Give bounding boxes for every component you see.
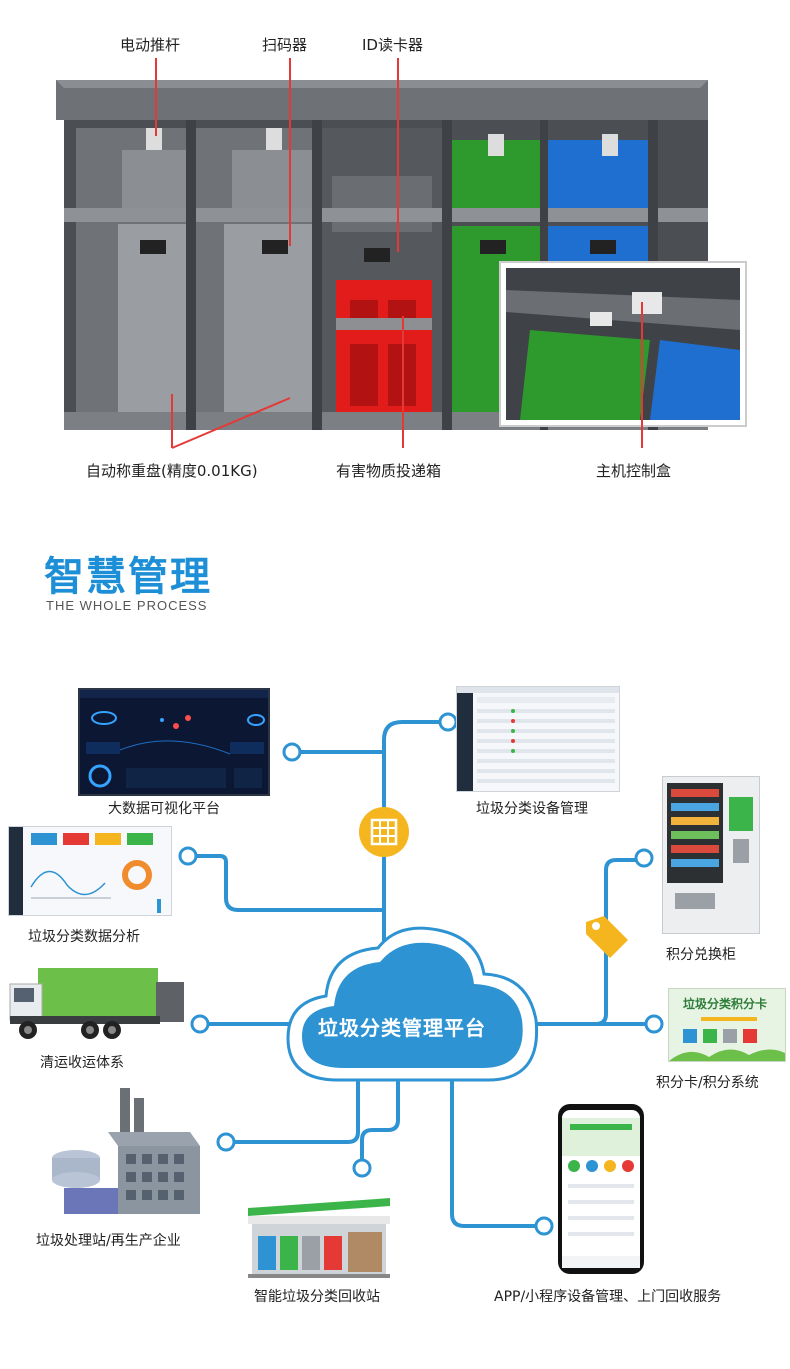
device-mgmt-thumbnail [456, 686, 620, 792]
node-bigdata: 大数据可视化平台 [108, 801, 220, 817]
node-app: APP/小程序设备管理、上门回收服务 [494, 1289, 722, 1305]
section-subtitle: THE WHOLE PROCESS [46, 598, 208, 613]
factory-graphic [52, 1088, 200, 1214]
label-scale: 自动称重盘(精度0.01KG) [86, 462, 258, 480]
network-lines [178, 712, 664, 1236]
node-analysis: 垃圾分类数据分析 [28, 929, 140, 945]
node-treatment: 垃圾处理站/再生产企业 [36, 1233, 181, 1249]
chip-icon [359, 807, 409, 857]
node-transport: 清运收运体系 [40, 1055, 124, 1071]
node-points-card: 积分卡/积分系统 [656, 1075, 759, 1091]
points-card-thumbnail: 垃圾分类积分卡 [668, 988, 786, 1062]
label-id-reader: ID读卡器 [362, 36, 423, 54]
recycling-station-graphic [248, 1198, 390, 1278]
points-card-graphic [669, 1017, 785, 1061]
exchange-thumbnail [662, 776, 760, 934]
app-thumbnail [558, 1104, 644, 1274]
node-device-mgmt: 垃圾分类设备管理 [476, 801, 588, 817]
tag-icon [586, 916, 628, 958]
label-hazard-box: 有害物质投递箱 [336, 462, 442, 480]
bigdata-thumbnail [78, 688, 270, 796]
label-pusher: 电动推杆 [120, 36, 181, 54]
node-exchange: 积分兑换柜 [666, 947, 736, 963]
platform-cloud [286, 926, 539, 1082]
label-scanner: 扫码器 [262, 36, 308, 54]
node-station: 智能垃圾分类回收站 [254, 1289, 380, 1305]
dashboard-graphic [80, 690, 268, 788]
platform-title: 垃圾分类管理平台 [318, 1016, 486, 1040]
cabinet-illustration [56, 58, 747, 449]
phone-screen-graphic [562, 1110, 640, 1268]
vending-machine-graphic [667, 783, 753, 909]
section-title: 智慧管理 [44, 554, 212, 600]
hero-section: 电动推杆 扫码器 ID读卡器 自动称重盘(精度0.01KG) 有害物质投递箱 主… [0, 0, 790, 500]
garbage-truck-graphic [9, 968, 184, 1039]
analysis-graphic [9, 827, 161, 915]
points-card-title: 垃圾分类积分卡 [683, 997, 768, 1011]
analysis-thumbnail [8, 826, 172, 916]
device-table-graphic [457, 687, 619, 791]
label-controller: 主机控制盒 [596, 462, 672, 480]
